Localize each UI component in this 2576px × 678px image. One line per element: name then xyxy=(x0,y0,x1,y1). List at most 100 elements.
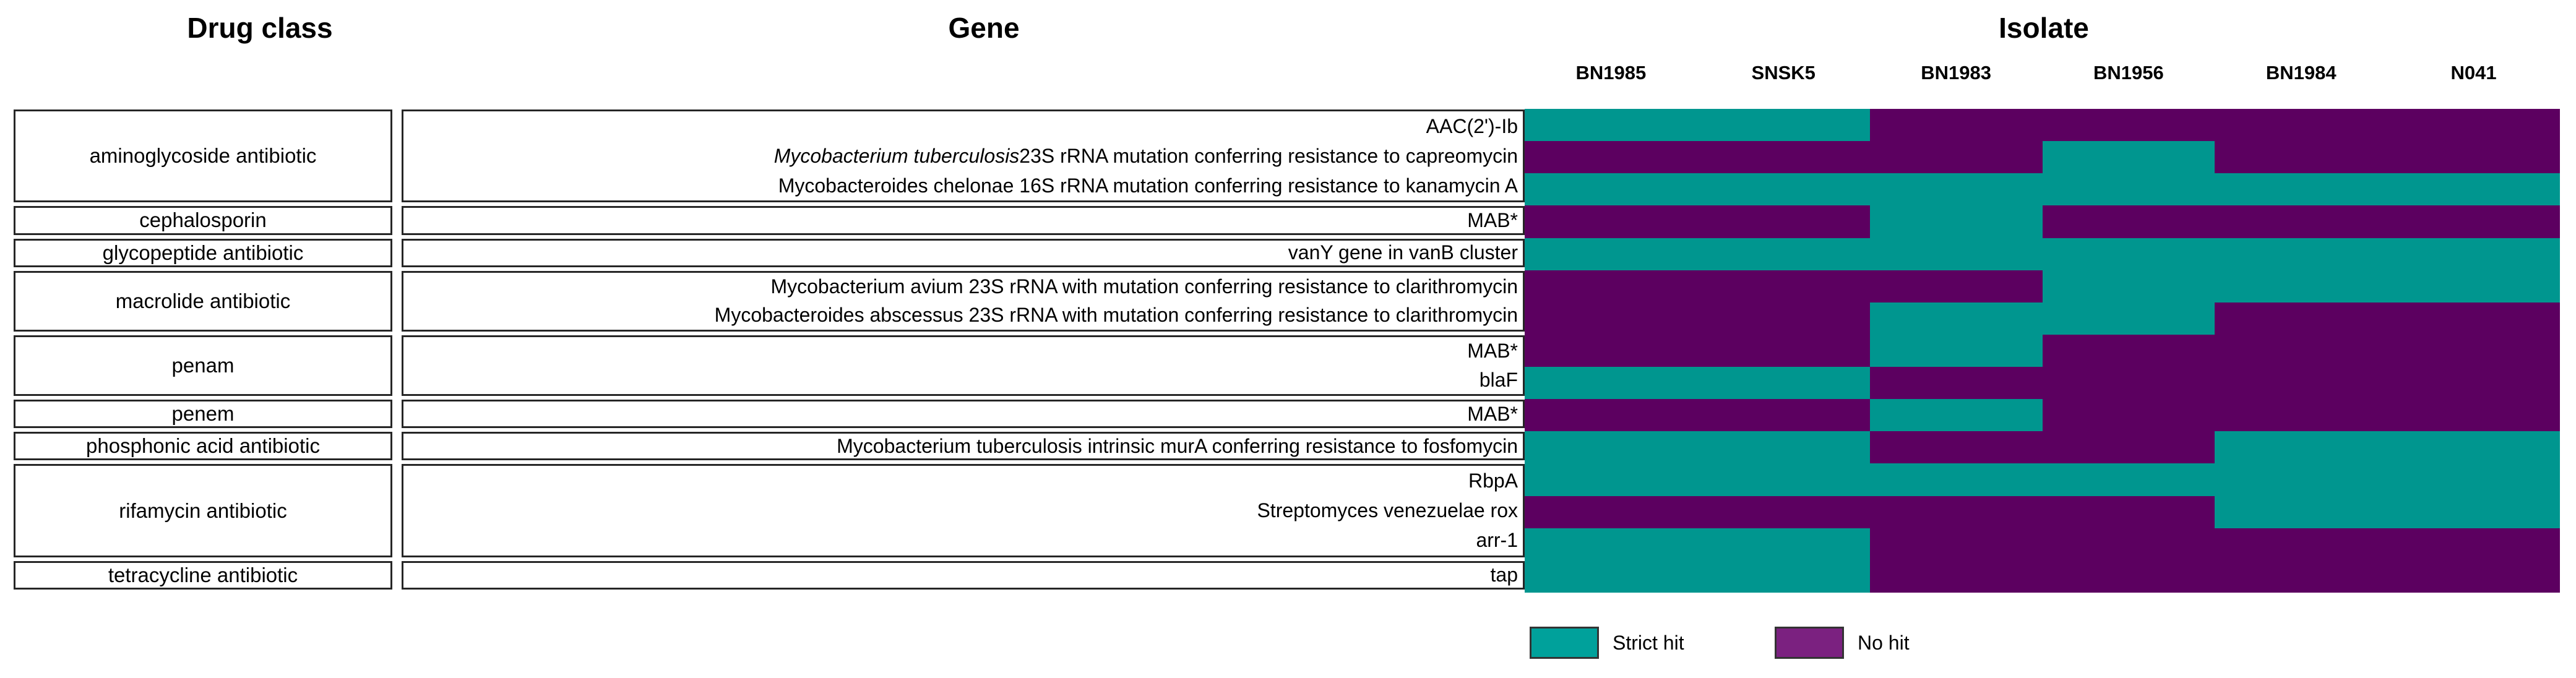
drug-class-box: penam xyxy=(14,335,392,397)
heatmap-cell xyxy=(2215,302,2388,335)
heatmap-cell xyxy=(1525,431,1697,464)
gene-label: vanY gene in vanB cluster xyxy=(1288,241,1518,264)
gene-label: MAB* xyxy=(1467,208,1518,231)
heatmap-cell xyxy=(2215,560,2388,593)
heatmap-cell xyxy=(1697,173,1870,206)
heatmap-cell xyxy=(2387,173,2560,206)
heatmap-cell xyxy=(1869,238,2043,270)
heatmap-cell xyxy=(1869,270,2043,303)
heatmap-cell xyxy=(1697,238,1870,270)
gene-label: Mycobacteroides abscessus 23S rRNA with … xyxy=(714,304,1518,327)
gene-label: Streptomyces venezuelae rox xyxy=(1257,499,1518,522)
drug-class-box: glycopeptide antibiotic xyxy=(14,238,392,267)
heatmap-cell xyxy=(1525,528,1697,560)
drug-class-label: aminoglycoside antibiotic xyxy=(89,144,317,168)
isolate-column-headers: BN1985 SNSK5 BN1983 BN1956 BN1984 N041 xyxy=(1525,62,2560,84)
heatmap-cell xyxy=(2387,334,2560,367)
drug-class-label: glycopeptide antibiotic xyxy=(102,241,304,264)
drug-class-label: penam xyxy=(171,354,235,377)
gene-label: tap xyxy=(1490,564,1518,586)
heatmap-cell xyxy=(2042,173,2215,206)
gene-label: Mycobacterium tuberculosis intrinsic mur… xyxy=(837,434,1518,457)
heatmap-cell xyxy=(2215,431,2388,464)
heatmap-cell xyxy=(2042,109,2215,142)
gene-label: blaF xyxy=(1479,368,1518,391)
drug-class-label: cephalosporin xyxy=(139,208,267,232)
drug-class-box: phosphonic acid antibiotic xyxy=(14,432,392,461)
drug-class-box: rifamycin antibiotic xyxy=(14,464,392,557)
isolate-label-bn1985: BN1985 xyxy=(1575,62,1647,84)
heatmap-cell xyxy=(1869,399,2043,432)
heatmap-cell xyxy=(2387,367,2560,400)
drug-class-label: macrolide antibiotic xyxy=(115,289,291,312)
heatmap-cell xyxy=(2387,141,2560,174)
legend-item-no-hit: No hit xyxy=(1775,627,1910,659)
heatmap-cell xyxy=(2042,302,2215,335)
heatmap-cell xyxy=(1525,399,1697,432)
heatmap-cell xyxy=(1697,431,1870,464)
heatmap-cell xyxy=(2215,141,2388,174)
heatmap-cell xyxy=(1869,496,2043,528)
heatmap-cell xyxy=(1697,367,1870,400)
heatmap-cell xyxy=(2215,367,2388,400)
heatmap-cell xyxy=(1697,205,1870,238)
no-hit-label: No hit xyxy=(1858,631,1910,654)
heatmap-cell xyxy=(1525,560,1697,593)
strict-hit-swatch xyxy=(1530,627,1599,659)
heatmap-cell xyxy=(1697,496,1870,528)
heatmap-cell xyxy=(2215,463,2388,496)
strict-hit-label: Strict hit xyxy=(1613,631,1684,654)
isolate-label-bn1983: BN1983 xyxy=(1921,62,1991,84)
gene-group-box: Mycobacterium tuberculosis intrinsic mur… xyxy=(402,432,1525,461)
heatmap-cell xyxy=(2042,141,2215,174)
gene-label: MAB* xyxy=(1467,340,1518,363)
gene-group-box: tap xyxy=(402,560,1525,590)
heatmap-cell xyxy=(1697,399,1870,432)
drug-class-label: phosphonic acid antibiotic xyxy=(86,434,320,458)
isolate-label-n041: N041 xyxy=(2450,62,2497,84)
isolate-label-snsk5: SNSK5 xyxy=(1751,62,1816,84)
heatmap-cell xyxy=(1869,367,2043,400)
heatmap-cell xyxy=(1869,334,2043,367)
isolate-column-title: Isolate xyxy=(1999,12,2089,44)
heatmap-cell xyxy=(2042,528,2215,560)
gene-group-box: MAB* xyxy=(402,400,1525,429)
heatmap-cell xyxy=(2042,334,2215,367)
heatmap-cell xyxy=(2042,560,2215,593)
gene-group-box: MAB* xyxy=(402,206,1525,235)
heatmap-cell xyxy=(1525,334,1697,367)
heatmap-cell xyxy=(2387,528,2560,560)
heatmap-cell xyxy=(1697,109,1870,142)
heatmap-cell xyxy=(2215,399,2388,432)
heatmap-cell xyxy=(2042,399,2215,432)
gene-label: MAB* xyxy=(1467,402,1518,425)
heatmap-cell xyxy=(1525,173,1697,206)
heatmap-cell xyxy=(1525,238,1697,270)
heatmap-cell xyxy=(1525,141,1697,174)
isolate-label-bn1984: BN1984 xyxy=(2265,62,2337,84)
no-hit-swatch xyxy=(1775,627,1844,659)
heatmap-cell xyxy=(2387,109,2560,142)
gene-label: Mycobacterium avium 23S rRNA with mutati… xyxy=(770,275,1518,298)
hit-heatmap xyxy=(1525,109,2560,593)
heatmap-cell xyxy=(1525,205,1697,238)
heatmap-cell xyxy=(2387,496,2560,528)
legend: Strict hit No hit xyxy=(0,627,2576,663)
isolate-label-bn1956: BN1956 xyxy=(2093,62,2164,84)
heatmap-cell xyxy=(2215,173,2388,206)
heatmap-cell xyxy=(2387,431,2560,464)
heatmap-cell xyxy=(2042,463,2215,496)
heatmap-cell xyxy=(1869,302,2043,335)
heatmap-cell xyxy=(1697,528,1870,560)
legend-item-strict-hit: Strict hit xyxy=(1530,627,1684,659)
heatmap-cell xyxy=(1869,560,2043,593)
heatmap-cell xyxy=(1525,109,1697,142)
heatmap-cell xyxy=(1869,463,2043,496)
heatmap-cell xyxy=(1697,302,1870,335)
heatmap-cell xyxy=(1869,205,2043,238)
heatmap-cell xyxy=(1869,141,2043,174)
heatmap-cell xyxy=(2042,205,2215,238)
gene-label: Mycobacterium tuberculosis 23S rRNA muta… xyxy=(773,144,1518,167)
